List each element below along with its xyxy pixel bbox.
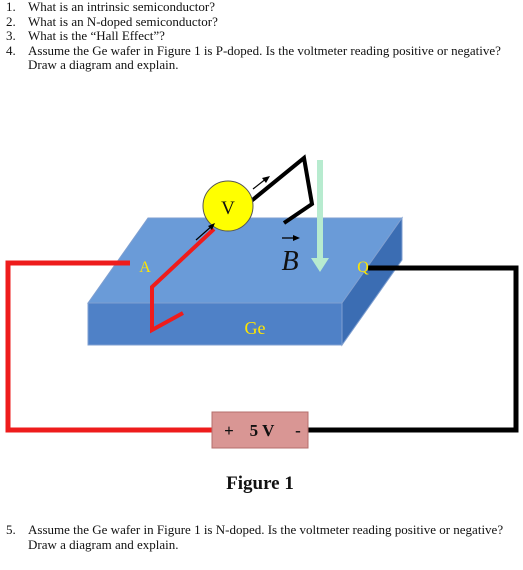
question-number: 5. [6,522,16,537]
question-text: What is an intrinsic semiconductor? [28,0,216,14]
red-circuit-wire [5,260,215,433]
question-2: 2. What is an N-doped semiconductor? [6,13,516,30]
wafer-front-face [87,302,343,346]
black-probe-wire [248,154,315,225]
question-text: Assume the Ge wafer in Figure 1 is N-dop… [28,522,504,552]
arrow-head-icon [208,223,215,230]
question-text: Assume the Ge wafer in Figure 1 is P-dop… [28,42,501,72]
question-number: 2. [6,13,16,29]
voltmeter [202,180,254,232]
arrow-head-icon [262,176,270,183]
battery-plus: + [224,421,234,440]
figure-caption: Figure 1 [226,473,294,494]
question-list: 1. What is an intrinsic semiconductor? 2… [6,0,516,73]
b-field-arrow-head [311,258,329,272]
question-number: 4. [6,42,16,58]
question-3: 3. What is the “Hall Effect”? [6,28,516,44]
question-number: 3. [6,28,16,43]
b-field-arrow-shaft [317,160,323,260]
b-field-label: B [281,246,298,277]
question-1: 1. What is an intrinsic semiconductor? [6,0,516,15]
question-number: 1. [6,0,16,14]
point-a-label: A [139,259,151,276]
black-circuit-wire [305,265,519,433]
wafer-label: Ge [245,318,266,338]
question-text: What is an N-doped semiconductor? [28,13,218,29]
wafer-side-face [341,216,403,347]
vector-arrow-icon [293,235,300,241]
question-4: 4. Assume the Ge wafer in Figure 1 is P-… [6,42,516,73]
question-5: 5. Assume the Ge wafer in Figure 1 is N-… [6,522,516,552]
voltmeter-label: V [221,198,235,219]
red-probe-wire [150,227,216,334]
question-text: What is the “Hall Effect”? [28,28,165,43]
point-q-label: Q [357,259,369,276]
battery-minus: - [295,421,301,440]
battery-voltage: 5 V [250,421,275,440]
battery [211,411,309,449]
